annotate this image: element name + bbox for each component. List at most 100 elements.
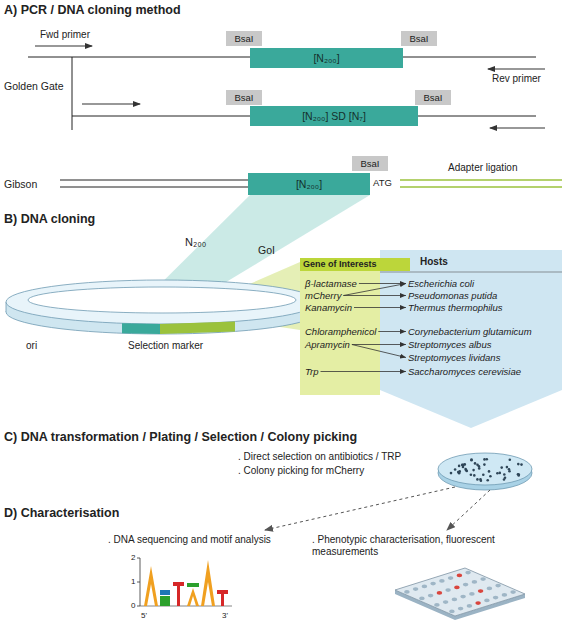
gene-name: Chloramphenicol: [305, 326, 376, 337]
plasmid: [6, 280, 318, 324]
gene-panel: Gene of Interestsβ-lactamasemCherryKanam…: [300, 258, 380, 395]
gene-item: Kanamycin: [305, 302, 352, 313]
well: [443, 600, 449, 604]
mapping-arrow: [378, 331, 406, 332]
colony: [474, 462, 477, 465]
host-item: Thermus thermophilus: [408, 302, 503, 313]
header-rule: [380, 272, 562, 273]
colony: [450, 458, 523, 482]
colony: [517, 474, 520, 477]
well: [469, 592, 475, 596]
primer-arrow: [488, 68, 545, 69]
well: [467, 604, 473, 608]
adapter-strand: [400, 180, 562, 187]
method-label: Golden Gate: [4, 80, 64, 92]
part-label: Selection marker: [128, 340, 203, 352]
sequence-logo: [137, 558, 140, 559]
colony: [476, 478, 479, 481]
gene-name: mCherry: [305, 290, 341, 301]
note-text: . DNA sequencing and motif analysis: [108, 534, 271, 546]
host-item: Pseudomonas putida: [408, 290, 497, 301]
well: [510, 590, 516, 594]
primer-arrow: [35, 46, 545, 128]
axis-end: 3': [222, 611, 228, 620]
plasmid: [122, 323, 160, 334]
well: [404, 590, 410, 594]
site-label: BsaI: [423, 92, 442, 103]
note-text: . Direct selection on antibiotics / TRP: [238, 451, 401, 463]
colony: [470, 458, 473, 461]
gene-item: Chloramphenicol: [305, 326, 376, 337]
colony: [464, 468, 467, 471]
colony: [509, 459, 512, 462]
sequence-logo: [160, 590, 170, 595]
restriction-site: BsaI: [226, 90, 262, 105]
axis-tick: 1: [131, 577, 135, 586]
well: [460, 595, 466, 599]
well: [495, 584, 501, 588]
colony: [470, 459, 473, 462]
axis-end: 5': [141, 611, 147, 620]
restriction-site: BsaI: [352, 156, 388, 171]
well: [422, 585, 428, 589]
host-name: Streptomyces lividans: [408, 352, 500, 363]
well: [502, 593, 508, 597]
host-name: Saccharomyces cerevisiae: [408, 366, 521, 377]
sequence-label: [N₂₀₀] SD [N₇]: [302, 110, 366, 122]
colony: [476, 464, 479, 467]
host-item: Corynebacterium glutamicum: [408, 326, 532, 337]
well: [487, 587, 493, 591]
dashed-arrow: [265, 487, 455, 530]
colony: [461, 464, 464, 467]
host-item: Saccharomyces cerevisiae: [408, 366, 521, 377]
part-label: GoI: [258, 244, 275, 256]
gene-name: β-lactamase: [305, 278, 357, 289]
mapping-arrow: [354, 307, 406, 308]
well: [439, 579, 445, 583]
colony: [489, 475, 492, 478]
mapping-arrow: [343, 295, 406, 296]
well: [472, 580, 478, 584]
colony: [458, 470, 461, 473]
petri-dish: [438, 453, 532, 490]
panel-heading: Gene of Interests: [300, 258, 410, 271]
colony: [473, 474, 476, 477]
primer-arrow: [490, 127, 545, 128]
part-label: ori: [26, 340, 37, 352]
mapping-arrow: [352, 345, 406, 358]
well: [428, 594, 434, 598]
host-name: Pseudomonas putida: [408, 290, 497, 301]
colony: [483, 463, 486, 466]
well: [454, 586, 460, 590]
well: [465, 571, 471, 575]
colony: [483, 458, 486, 461]
colony: [470, 473, 473, 476]
colony: [480, 479, 483, 482]
host-name: Streptomyces albus: [408, 339, 491, 350]
gene-name: Trp: [305, 366, 319, 377]
adapter-strand: [400, 186, 562, 188]
mapping-arrow: [321, 371, 407, 372]
colony: [458, 471, 461, 474]
plasmid: [28, 287, 296, 313]
colony: [454, 468, 457, 471]
section-heading: D) Characterisation: [4, 506, 119, 520]
colony: [482, 474, 485, 477]
sequence-logo: [160, 596, 170, 606]
section-heading: B) DNA cloning: [4, 212, 95, 226]
gene-name: Apramycin: [305, 339, 350, 350]
host-name: Thermus thermophilus: [408, 302, 503, 313]
colony: [478, 467, 481, 470]
sequence-logo: [144, 566, 158, 606]
primer-arrow: [35, 45, 92, 46]
colony: [450, 472, 453, 475]
colony: [520, 463, 523, 466]
sequence-logo: [177, 582, 180, 606]
restriction-site: BsaI: [226, 31, 262, 46]
method-label: Gibson: [4, 178, 37, 190]
dna-strand: [28, 57, 536, 187]
axis-tick: 0: [131, 601, 135, 610]
colony: [464, 463, 467, 466]
colony: [496, 472, 499, 475]
colony: [466, 470, 469, 473]
